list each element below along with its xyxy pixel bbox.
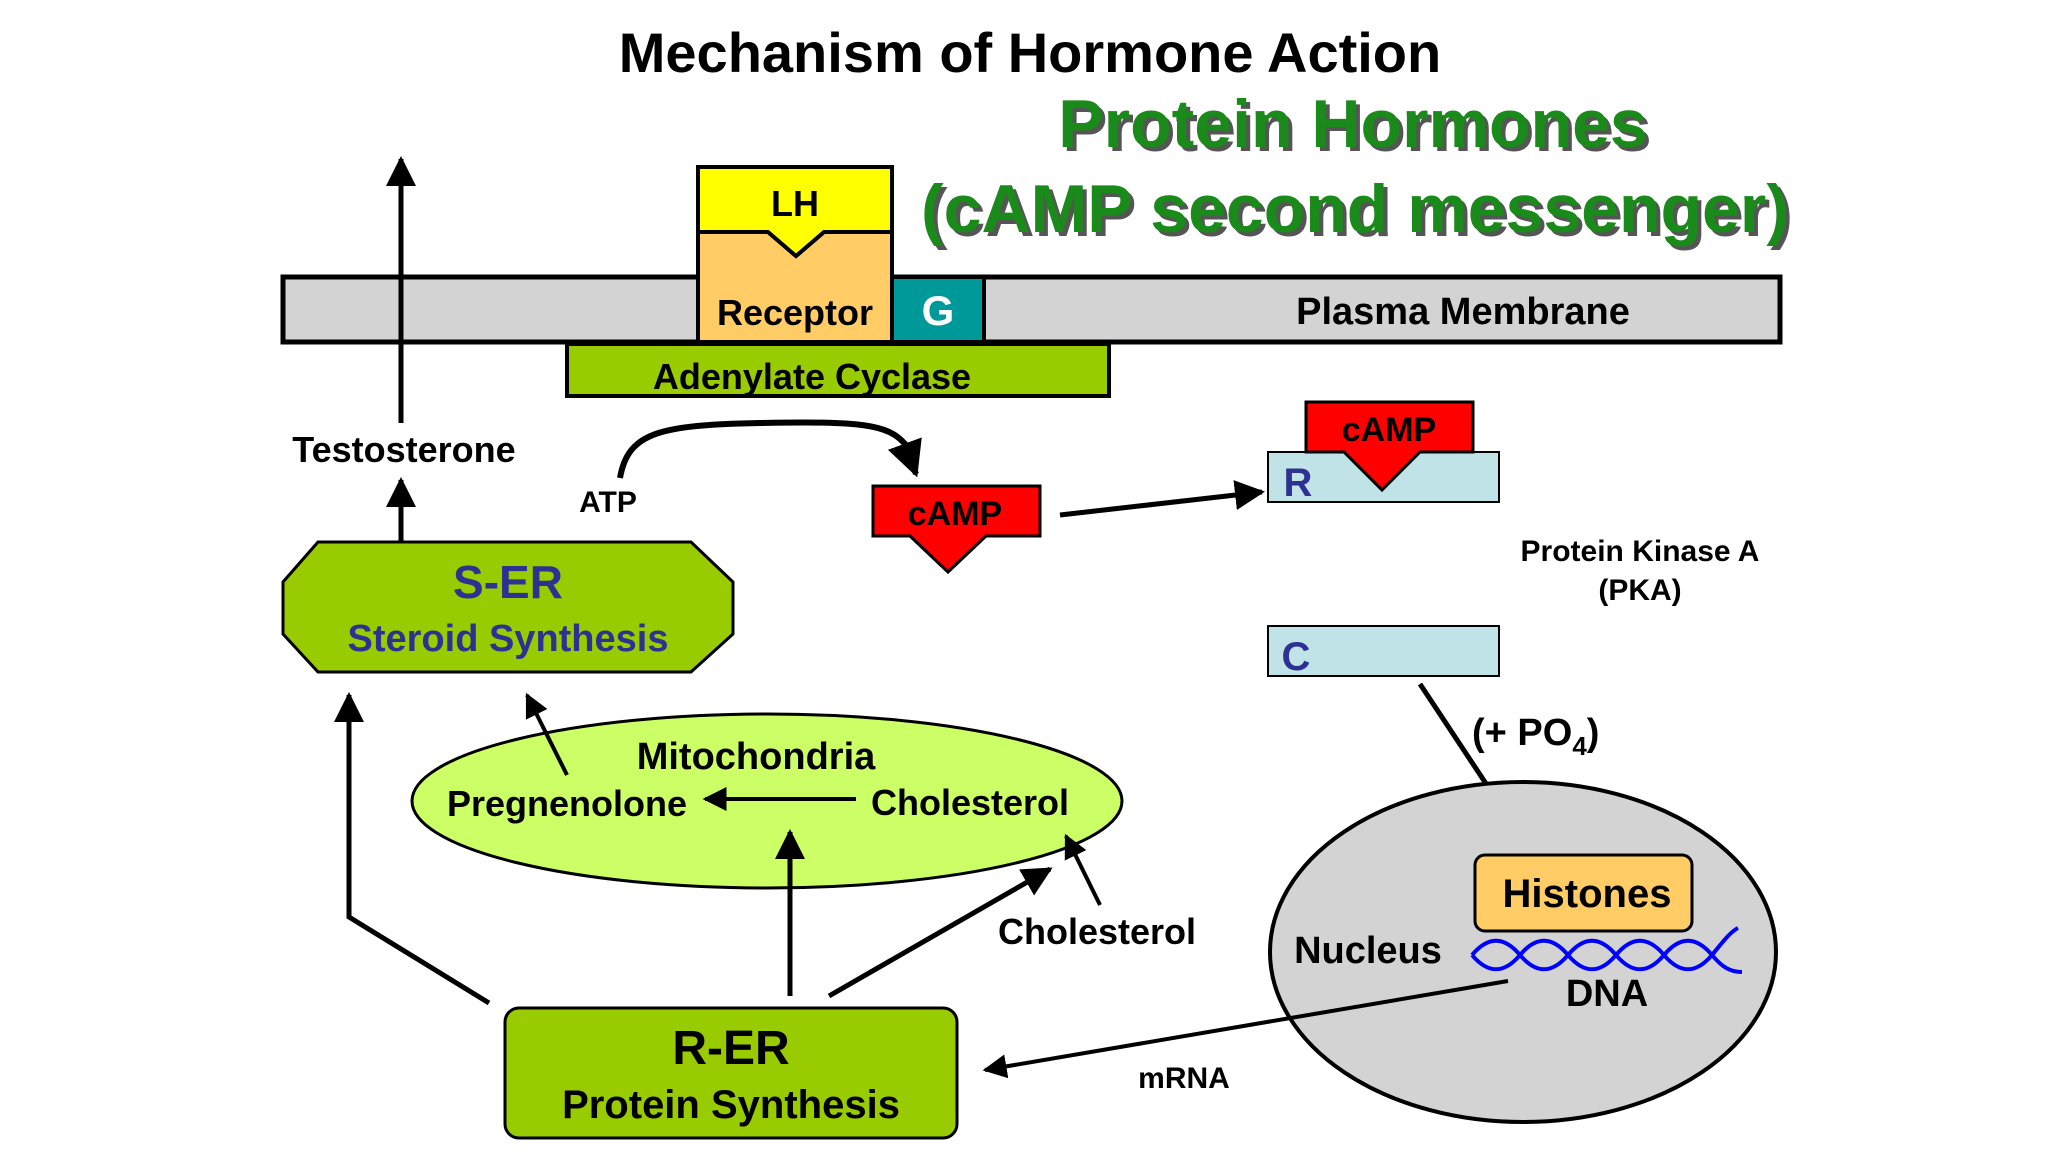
page-title: Mechanism of Hormone Action xyxy=(619,21,1441,84)
dna-helix-icon xyxy=(1470,926,1743,974)
atp-to-camp-arrow xyxy=(617,419,922,479)
pka-catalytic-subunit xyxy=(1267,625,1500,677)
lh-hormone-shape xyxy=(696,165,894,259)
adenylate-cyclase xyxy=(565,342,1111,398)
ser-title: S-ER xyxy=(453,556,563,608)
cholesterol-label: Cholesterol xyxy=(998,911,1196,952)
pregnenolone-label: Pregnenolone xyxy=(447,783,687,824)
adenylate-cyclase-label: Adenylate Cyclase xyxy=(653,356,971,397)
mito-cholesterol-label: Cholesterol xyxy=(871,782,1069,823)
pregnenolone-to-ser-arrow xyxy=(525,692,569,776)
pka-catalytic-label: C xyxy=(1282,635,1311,679)
camp-label: cAMP xyxy=(908,495,1002,533)
testosterone-label: Testosterone xyxy=(292,429,515,470)
histones-label: Histones xyxy=(1503,872,1672,916)
dna-label: DNA xyxy=(1566,973,1648,1015)
g-protein-label: G xyxy=(922,287,955,334)
pka-regulatory-label: R xyxy=(1284,461,1313,505)
camp-molecule xyxy=(871,484,1042,575)
subtitle-line1: Protein Hormones xyxy=(1058,86,1647,162)
receptor-label: Receptor xyxy=(717,292,873,333)
dna-to-rer-mrna-arrow xyxy=(982,979,1509,1079)
histones-box xyxy=(1473,853,1694,933)
rer-subtitle: Protein Synthesis xyxy=(562,1083,900,1127)
rer-to-ser-arrow xyxy=(334,692,491,1006)
subtitle-line2-shadow: (cAMP second messenger) xyxy=(925,175,1793,251)
cholesterol-to-mito-arrow xyxy=(1064,833,1102,906)
atp-label: ATP xyxy=(579,486,637,519)
subtitle-line1-shadow: Protein Hormones xyxy=(1062,90,1651,166)
mitochondria-label: Mitochondria xyxy=(637,736,876,778)
lh-hormone-label: LH xyxy=(771,183,819,224)
pka-label-line2: (PKA) xyxy=(1598,574,1681,607)
camp-to-pka-arrow xyxy=(1059,480,1265,518)
rer-organelle xyxy=(503,1006,959,1140)
rer-to-mito-cholesterol-arrow xyxy=(827,866,1053,999)
pka-label-line1: Protein Kinase A xyxy=(1521,535,1760,568)
subtitle-line2: (cAMP second messenger) xyxy=(921,171,1789,247)
phosphate-label: (+ PO4) xyxy=(1472,712,1599,761)
ser-subtitle: Steroid Synthesis xyxy=(348,618,669,660)
mrna-label: mRNA xyxy=(1138,1062,1230,1095)
g-protein xyxy=(890,275,986,344)
plasma-membrane-label: Plasma Membrane xyxy=(1296,291,1630,333)
bound-camp-molecule xyxy=(1304,400,1475,493)
ser-organelle xyxy=(281,540,735,674)
rer-title: R-ER xyxy=(672,1022,789,1075)
bound-camp-label: cAMP xyxy=(1342,411,1436,449)
nucleus-label: Nucleus xyxy=(1294,930,1442,972)
